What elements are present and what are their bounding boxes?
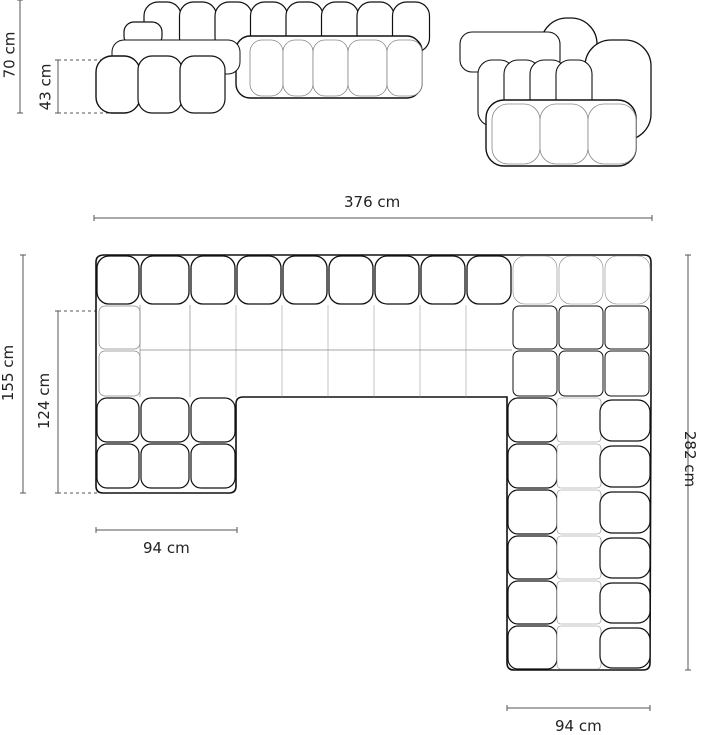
seat-height-label: 43 cm bbox=[36, 63, 55, 111]
cushion bbox=[282, 255, 328, 305]
cushion bbox=[96, 443, 140, 489]
cushion bbox=[587, 103, 637, 165]
cushion bbox=[98, 305, 141, 350]
cushion bbox=[556, 535, 602, 580]
cushion bbox=[556, 489, 602, 535]
cushion bbox=[347, 39, 388, 97]
cushion bbox=[507, 535, 558, 580]
cushion bbox=[599, 537, 651, 579]
left-seat-depth-label: 124 cm bbox=[35, 372, 54, 430]
cushion bbox=[466, 255, 512, 305]
cushion bbox=[190, 255, 236, 305]
cushion bbox=[604, 350, 650, 397]
cushion bbox=[604, 305, 650, 350]
cushion bbox=[599, 491, 651, 534]
cushion bbox=[386, 39, 423, 97]
cushion bbox=[556, 580, 602, 625]
left-width-label: 94 cm bbox=[143, 539, 190, 557]
cushion bbox=[507, 489, 558, 535]
cushion bbox=[556, 625, 602, 670]
cushion bbox=[96, 397, 140, 443]
cushion bbox=[599, 582, 651, 624]
cushion bbox=[491, 103, 541, 165]
cushion bbox=[507, 397, 558, 443]
cushion bbox=[140, 397, 190, 443]
cushion bbox=[420, 255, 466, 305]
cushion bbox=[190, 397, 236, 443]
cushion bbox=[328, 255, 374, 305]
cushion bbox=[374, 255, 420, 305]
cushion bbox=[512, 255, 558, 305]
left-depth-label: 155 cm bbox=[0, 344, 18, 402]
cushion bbox=[282, 39, 314, 97]
cushion bbox=[512, 305, 558, 350]
cushion bbox=[95, 55, 141, 114]
cushion bbox=[507, 580, 558, 625]
cushion bbox=[599, 627, 651, 669]
cushion bbox=[507, 443, 558, 489]
cushion bbox=[556, 443, 602, 489]
cushion bbox=[98, 350, 141, 397]
cushion bbox=[558, 350, 604, 397]
cushion bbox=[249, 39, 284, 97]
cushion bbox=[507, 625, 558, 670]
cushion bbox=[599, 445, 651, 488]
right-depth-label: 282 cm bbox=[681, 430, 700, 488]
cushion bbox=[558, 255, 604, 305]
cushion bbox=[140, 255, 190, 305]
cushion bbox=[599, 399, 651, 442]
cushion bbox=[512, 350, 558, 397]
cushion bbox=[312, 39, 349, 97]
cushion bbox=[140, 443, 190, 489]
cushion bbox=[604, 255, 651, 305]
cushion bbox=[236, 255, 282, 305]
cushion bbox=[96, 255, 140, 305]
front-height-label: 70 cm bbox=[0, 31, 19, 79]
cushion bbox=[137, 55, 183, 114]
right-width-label: 94 cm bbox=[555, 717, 602, 735]
cushion bbox=[558, 305, 604, 350]
cushion bbox=[539, 103, 589, 165]
cushion bbox=[190, 443, 236, 489]
cushion bbox=[556, 397, 602, 443]
total-width-label: 376 cm bbox=[344, 193, 401, 211]
cushion bbox=[179, 55, 226, 114]
